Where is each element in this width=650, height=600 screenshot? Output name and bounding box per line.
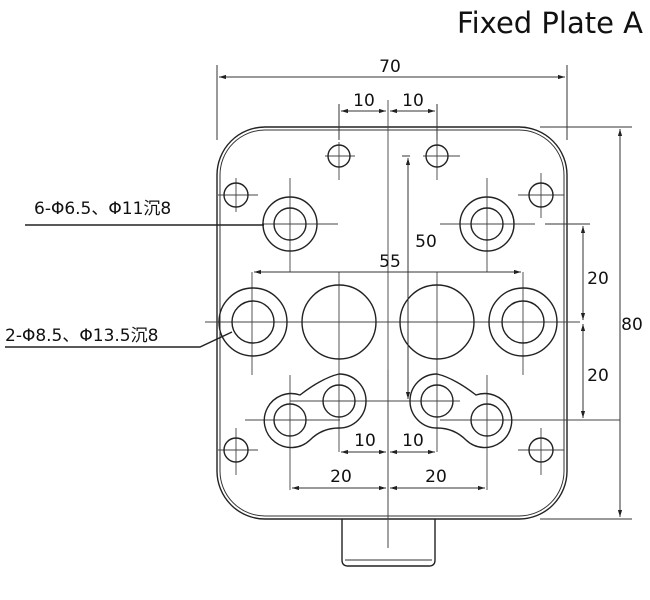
dim-width-label: 70: [379, 57, 401, 77]
counterbored-holes-large: [218, 287, 558, 357]
dim-top-left-10-label: 10: [353, 91, 375, 111]
center-lines: [205, 100, 620, 548]
callout-lower-text: 2-Φ8.5、Φ13.5沉8: [5, 326, 158, 346]
callout-upper-text: 6-Φ6.5、Φ11沉8: [34, 199, 171, 219]
callout-upper: 6-Φ6.5、Φ11沉8: [25, 199, 264, 226]
mounting-holes: [223, 144, 554, 463]
drawing-title: Fixed Plate A: [457, 6, 643, 40]
callout-lower: 2-Φ8.5、Φ13.5沉8: [5, 326, 233, 348]
dim-55-label: 55: [379, 252, 401, 272]
bottom-slot-pairs: [263, 370, 513, 548]
plate-outline: [216, 126, 568, 520]
dim-50-label: 50: [415, 232, 437, 252]
bottom-tab: [341, 519, 436, 567]
dim-height-label: 80: [621, 315, 643, 335]
dim-bottom-right-20-label: 20: [425, 467, 447, 487]
counterbored-holes-small: [262, 196, 515, 252]
dimension-lines: [216, 65, 632, 520]
dim-right-upper-20-label: 20: [587, 269, 609, 289]
dim-bottom-right-10-label: 10: [402, 431, 424, 451]
dim-bottom-left-10-label: 10: [354, 431, 376, 451]
dim-top-right-10-label: 10: [402, 91, 424, 111]
dim-right-lower-20-label: 20: [587, 366, 609, 386]
dim-bottom-left-20-label: 20: [330, 467, 352, 487]
large-through-holes: [301, 284, 475, 360]
